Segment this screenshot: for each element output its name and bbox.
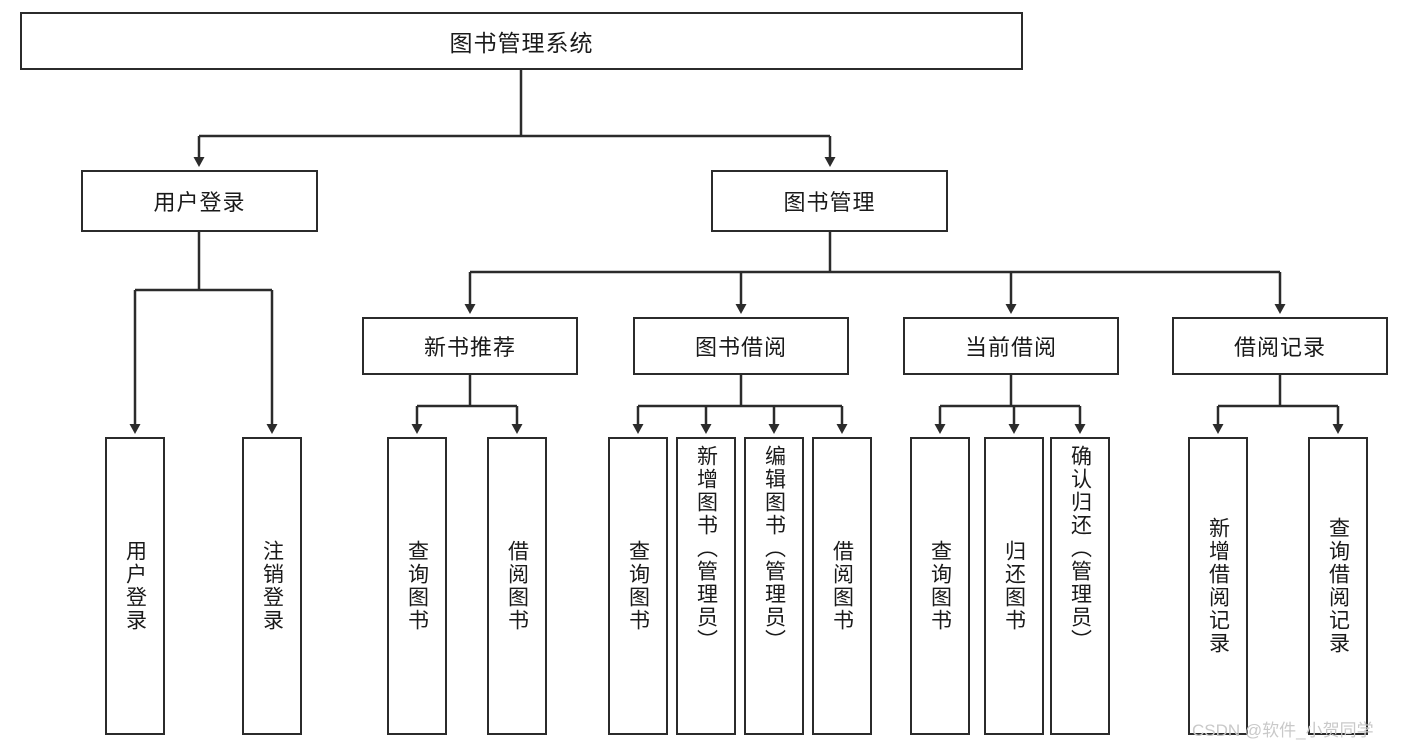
node-book-management-label: 图书管理	[783, 190, 876, 215]
leaf-borrow-book-recommend-label: 借阅图书	[505, 540, 529, 632]
leaf-user-login-label: 用户登录	[123, 540, 147, 632]
leaf-logout[interactable]: 注销登录	[242, 437, 302, 735]
leaf-add-book-admin[interactable]: 新增图书（管理员）	[676, 437, 736, 735]
leaf-query-book-recommend[interactable]: 查询图书	[387, 437, 447, 735]
leaf-query-borrow-record-label: 查询借阅记录	[1326, 517, 1350, 655]
leaf-query-book-current[interactable]: 查询图书	[910, 437, 970, 735]
node-user-login-label: 用户登录	[153, 190, 246, 215]
node-new-book-recommend-label: 新书推荐	[423, 335, 516, 360]
leaf-borrow-book-recommend[interactable]: 借阅图书	[487, 437, 547, 735]
node-book-borrow[interactable]: 图书借阅	[633, 317, 849, 375]
leaf-query-book-current-label: 查询图书	[928, 540, 952, 632]
node-book-management[interactable]: 图书管理	[711, 170, 948, 232]
csdn-watermark: CSDN @软件_小贺同学	[1192, 716, 1374, 741]
node-borrow-record[interactable]: 借阅记录	[1172, 317, 1388, 375]
leaf-logout-label: 注销登录	[260, 540, 284, 632]
node-current-borrow-label: 当前借阅	[964, 335, 1057, 360]
node-new-book-recommend[interactable]: 新书推荐	[362, 317, 578, 375]
node-user-login[interactable]: 用户登录	[81, 170, 318, 232]
leaf-add-borrow-record-label: 新增借阅记录	[1206, 517, 1230, 655]
leaf-user-login[interactable]: 用户登录	[105, 437, 165, 735]
node-root-label: 图书管理系统	[449, 30, 594, 56]
leaf-query-book-recommend-label: 查询图书	[405, 540, 429, 632]
node-root[interactable]: 图书管理系统	[20, 12, 1023, 70]
leaf-add-book-admin-label: 新增图书（管理员）	[694, 445, 718, 652]
leaf-query-book-borrow-label: 查询图书	[626, 540, 650, 632]
leaf-return-book-label: 归还图书	[1002, 540, 1026, 632]
node-borrow-record-label: 借阅记录	[1233, 335, 1326, 360]
leaf-edit-book-admin-label: 编辑图书（管理员）	[762, 445, 786, 652]
leaf-borrow-book[interactable]: 借阅图书	[812, 437, 872, 735]
leaf-borrow-book-label: 借阅图书	[830, 540, 854, 632]
leaf-return-book[interactable]: 归还图书	[984, 437, 1044, 735]
leaf-confirm-return-admin[interactable]: 确认归还（管理员）	[1050, 437, 1110, 735]
node-current-borrow[interactable]: 当前借阅	[903, 317, 1119, 375]
leaf-confirm-return-admin-label: 确认归还（管理员）	[1068, 445, 1092, 652]
leaf-query-borrow-record[interactable]: 查询借阅记录	[1308, 437, 1368, 735]
node-book-borrow-label: 图书借阅	[694, 335, 787, 360]
csdn-watermark-text: CSDN @软件_小贺同学	[1192, 721, 1374, 740]
leaf-edit-book-admin[interactable]: 编辑图书（管理员）	[744, 437, 804, 735]
leaf-query-book-borrow[interactable]: 查询图书	[608, 437, 668, 735]
leaf-add-borrow-record[interactable]: 新增借阅记录	[1188, 437, 1248, 735]
